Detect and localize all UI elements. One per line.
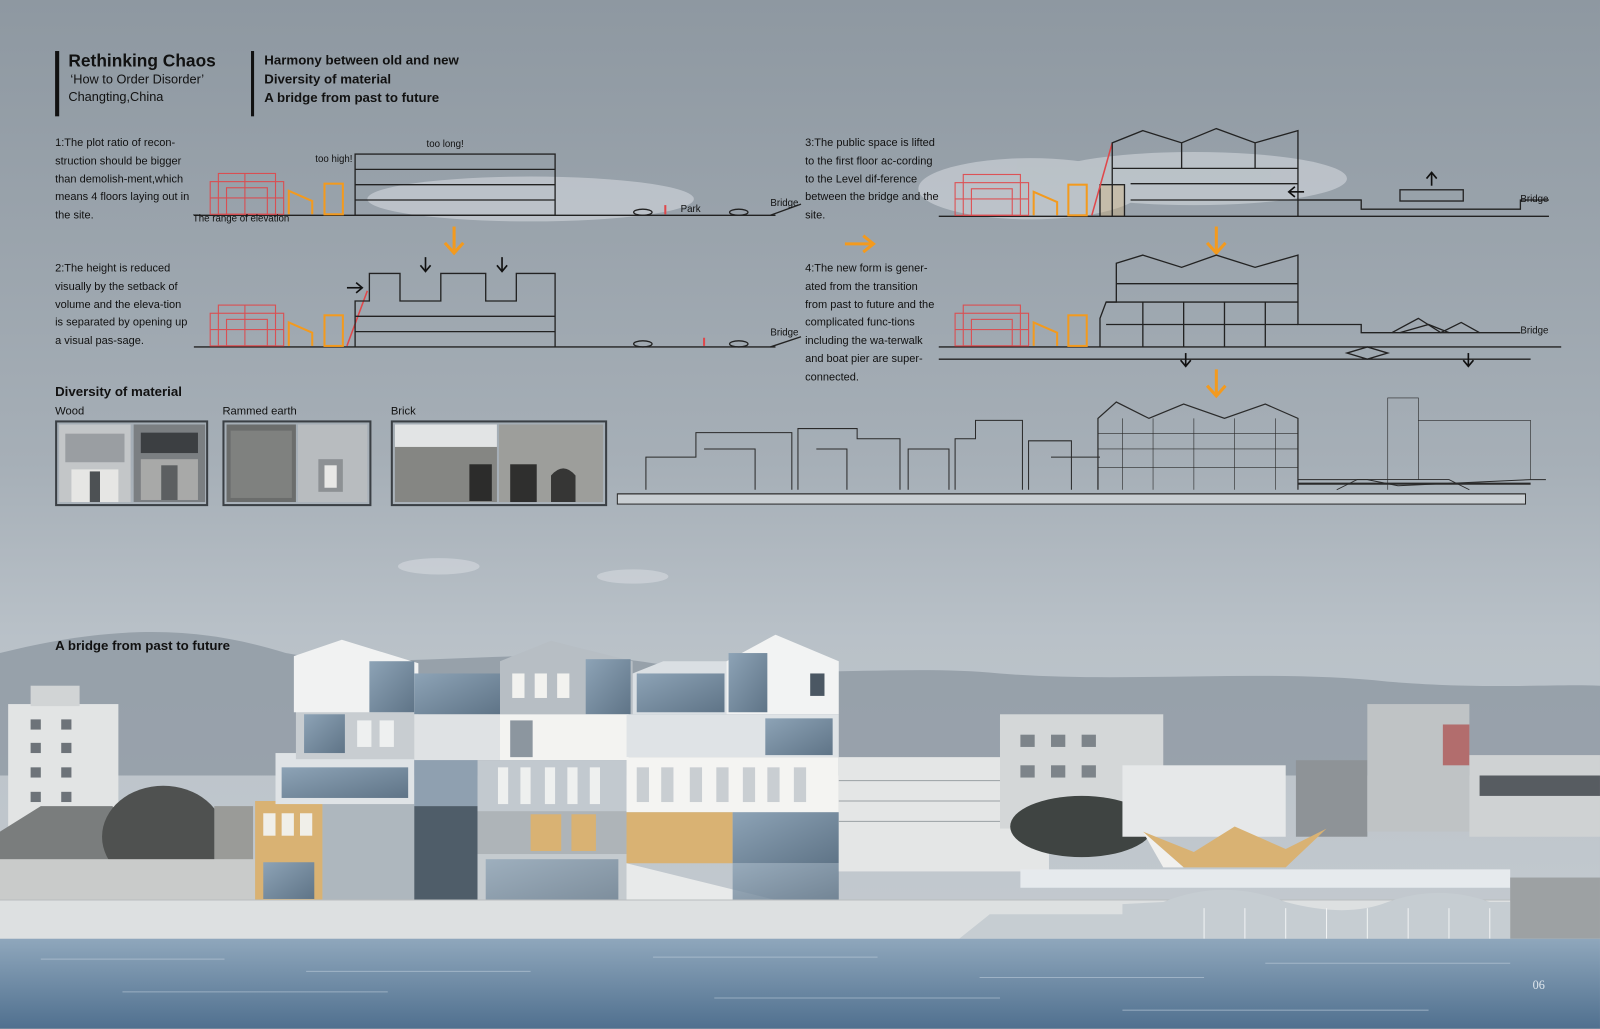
material-label-brick: Brick bbox=[390, 405, 416, 418]
material-label-rammed-earth: Rammed earth bbox=[222, 405, 297, 418]
material-photo-frame-rammed-earth bbox=[222, 420, 372, 507]
diagram-step-1 bbox=[193, 153, 802, 216]
label-bridge: Bridge bbox=[1520, 193, 1549, 206]
diagram-step-2 bbox=[193, 257, 802, 348]
left-old-town bbox=[0, 685, 256, 900]
theme-item: A bridge from past to future bbox=[264, 89, 440, 106]
materials-title: Diversity of material bbox=[55, 383, 182, 399]
pier-canopy bbox=[1020, 826, 1511, 888]
right-town bbox=[838, 704, 1600, 872]
water-ripples bbox=[40, 956, 1511, 1011]
label-too-high: too high! bbox=[315, 154, 353, 166]
label-too-long: too long! bbox=[426, 138, 464, 150]
material-brick-photos bbox=[394, 424, 604, 503]
waterfront-platform bbox=[0, 877, 1600, 939]
step-2-text: 2:The height is reduced visually by the … bbox=[55, 262, 188, 348]
diagram-step-3 bbox=[938, 127, 1549, 217]
bottom-title: A bridge from past to future bbox=[55, 637, 231, 654]
new-building bbox=[255, 634, 839, 902]
label-bridge: Bridge bbox=[1520, 325, 1549, 337]
themes-block: Harmony between old and new Diversity of… bbox=[251, 51, 506, 117]
arrow-down-3 bbox=[1205, 369, 1227, 399]
label-park: Park bbox=[680, 204, 701, 216]
theme-item: Harmony between old and new bbox=[264, 52, 459, 68]
river-water bbox=[0, 938, 1600, 1029]
material-wood-photos bbox=[59, 424, 206, 503]
label-range-of-elevation: The range of elevation bbox=[192, 213, 290, 225]
arrow-right bbox=[844, 234, 876, 254]
project-location: Changting,China bbox=[68, 89, 164, 105]
theme-item: Diversity of material bbox=[264, 70, 392, 87]
project-subtitle: ‘How to Order Disorder’ bbox=[70, 72, 205, 87]
step-3-text: 3:The public space is lifted to the firs… bbox=[805, 136, 939, 222]
material-photo-frame-wood bbox=[55, 420, 209, 507]
project-title: Rethinking Chaos bbox=[68, 51, 216, 71]
step-1-text: 1:The plot ratio of recon-struction shou… bbox=[55, 136, 190, 222]
elevation-strip bbox=[616, 397, 1546, 505]
page-number: 06 bbox=[1532, 977, 1545, 992]
title-block: Rethinking Chaos ‘How to Order Disorder’… bbox=[55, 51, 234, 117]
arrow-down-1 bbox=[443, 226, 465, 256]
label-bridge: Bridge bbox=[770, 197, 799, 210]
diagram-step-4 bbox=[938, 254, 1562, 368]
material-rammed-earth-photos bbox=[226, 424, 368, 503]
step-4-text: 4:The new form is gener-ated from the tr… bbox=[805, 262, 935, 384]
arrow-down-2 bbox=[1205, 226, 1227, 256]
material-label-wood: Wood bbox=[55, 405, 85, 418]
label-bridge: Bridge bbox=[770, 327, 799, 339]
material-photo-frame-brick bbox=[390, 420, 608, 507]
